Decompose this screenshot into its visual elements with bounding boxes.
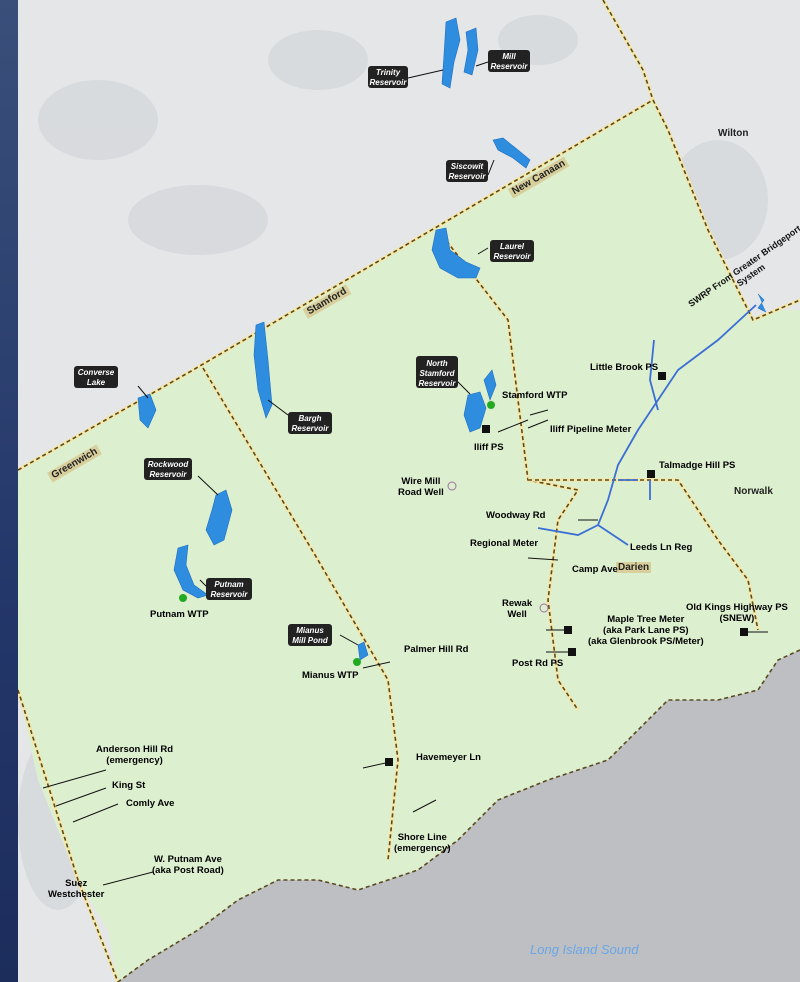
svg-text:Laurel: Laurel — [500, 242, 525, 251]
wire-mill-well-marker[interactable] — [447, 481, 457, 491]
svg-text:Mill Pond: Mill Pond — [292, 636, 329, 645]
wtp-markers — [179, 401, 495, 666]
svg-text:Reservoir: Reservoir — [370, 78, 408, 87]
iliff-marker[interactable] — [482, 425, 490, 433]
stamford-wtp-marker[interactable] — [487, 401, 495, 409]
svg-text:Reservoir: Reservoir — [449, 172, 487, 181]
maple-tree-marker[interactable] — [564, 626, 572, 634]
mianus-wtp-marker[interactable] — [353, 658, 361, 666]
well-markers — [447, 481, 549, 613]
svg-text:North: North — [426, 359, 447, 368]
svg-text:Trinity: Trinity — [376, 68, 401, 77]
svg-text:Reservoir: Reservoir — [419, 379, 457, 388]
svg-text:Lake: Lake — [87, 378, 106, 387]
talmadge-marker[interactable] — [647, 470, 655, 478]
map-svg: Trinity Reservoir Mill Reservoir Siscowi… — [18, 0, 800, 982]
swrp-pipeline — [537, 304, 757, 546]
svg-text:Reservoir: Reservoir — [211, 590, 249, 599]
post-rd-marker[interactable] — [568, 648, 576, 656]
water-bodies — [137, 17, 767, 661]
svg-text:Reservoir: Reservoir — [494, 252, 532, 261]
arrows — [42, 61, 768, 886]
svg-text:Putnam: Putnam — [214, 580, 243, 589]
svg-text:Reservoir: Reservoir — [150, 470, 188, 479]
long-island-sound — [118, 650, 800, 982]
svg-text:Bargh: Bargh — [298, 414, 321, 423]
town-borders — [18, 0, 800, 982]
svg-text:Stamford: Stamford — [419, 369, 455, 378]
svg-text:Mianus: Mianus — [296, 626, 324, 635]
svg-text:Reservoir: Reservoir — [491, 62, 529, 71]
svg-text:Mill: Mill — [502, 52, 516, 61]
svg-text:Converse: Converse — [78, 368, 115, 377]
rewak-well-marker[interactable] — [539, 603, 549, 613]
svg-text:Siscowit: Siscowit — [451, 162, 484, 171]
reservoir-labels: Trinity Reservoir Mill Reservoir Siscowi… — [74, 50, 534, 646]
svg-text:Reservoir: Reservoir — [292, 424, 330, 433]
service-area — [18, 100, 800, 982]
svg-text:Rockwood: Rockwood — [148, 460, 190, 469]
putnam-wtp-marker[interactable] — [179, 594, 187, 602]
map-canvas[interactable]: Trinity Reservoir Mill Reservoir Siscowi… — [18, 0, 800, 982]
little-brook-marker[interactable] — [658, 372, 666, 380]
old-kings-marker[interactable] — [740, 628, 748, 636]
